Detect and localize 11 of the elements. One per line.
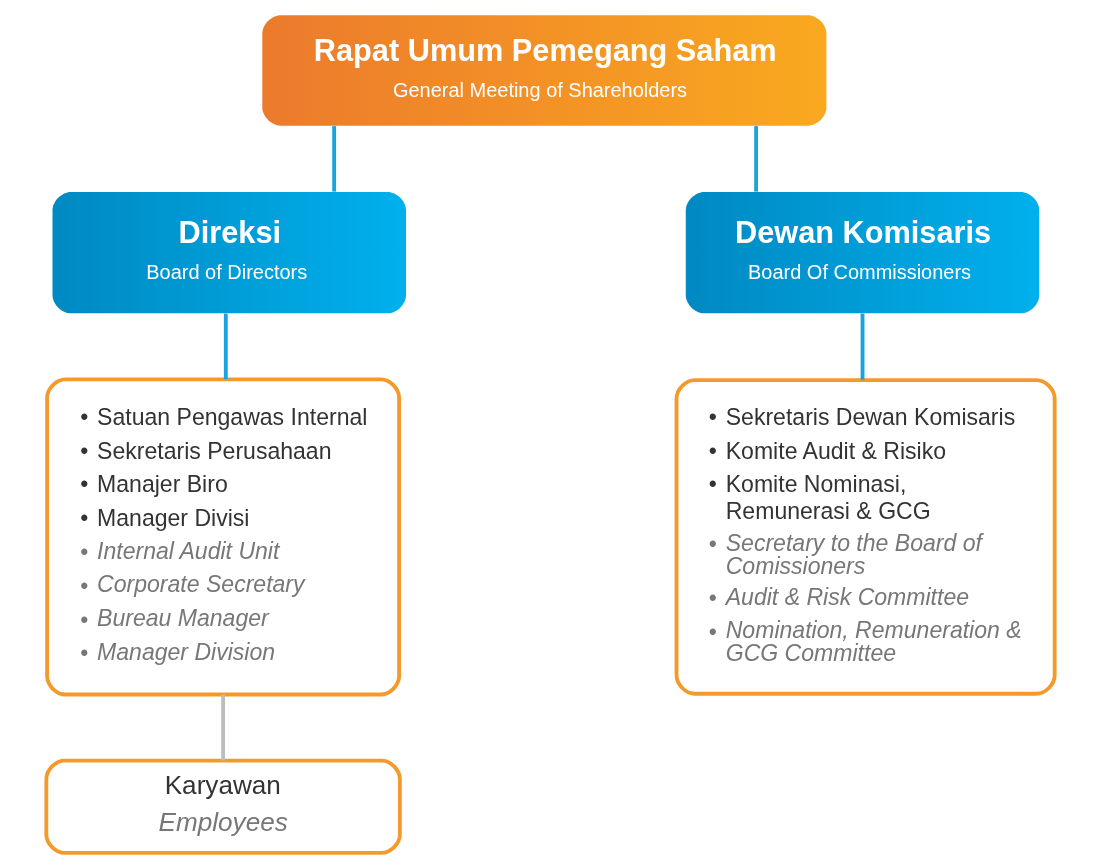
connector bbox=[860, 313, 865, 380]
connector bbox=[221, 694, 225, 760]
connector bbox=[332, 125, 337, 192]
node-box: Direksi Board of Directors bbox=[52, 191, 406, 313]
node-box: Karyawan Employees bbox=[44, 758, 402, 855]
node-box: • Satuan Pengawas Internal • Sekretaris Perusahaan • Manajer Biro • Manager Divisi • Internal Audit Unit • Corporate Secretary • Bureau Manager • Manager Division bbox=[45, 377, 402, 696]
node-box: Dewan Komisaris Board Of Commissioners bbox=[685, 191, 1040, 313]
node-box: • Sekretaris Dewan Komisaris • Komite Audit & Risiko • Komite Nominasi, Remunerasi & GCG • Secretary to the Board of Comissioners • Audit & Risk Committee • Nomination, Remuneration & GCG Committee bbox=[674, 377, 1057, 696]
node-box: Rapat Umum Pemegang Saham General Meeting of Shareholders bbox=[262, 14, 827, 126]
connector bbox=[223, 313, 228, 379]
connector bbox=[754, 125, 758, 192]
